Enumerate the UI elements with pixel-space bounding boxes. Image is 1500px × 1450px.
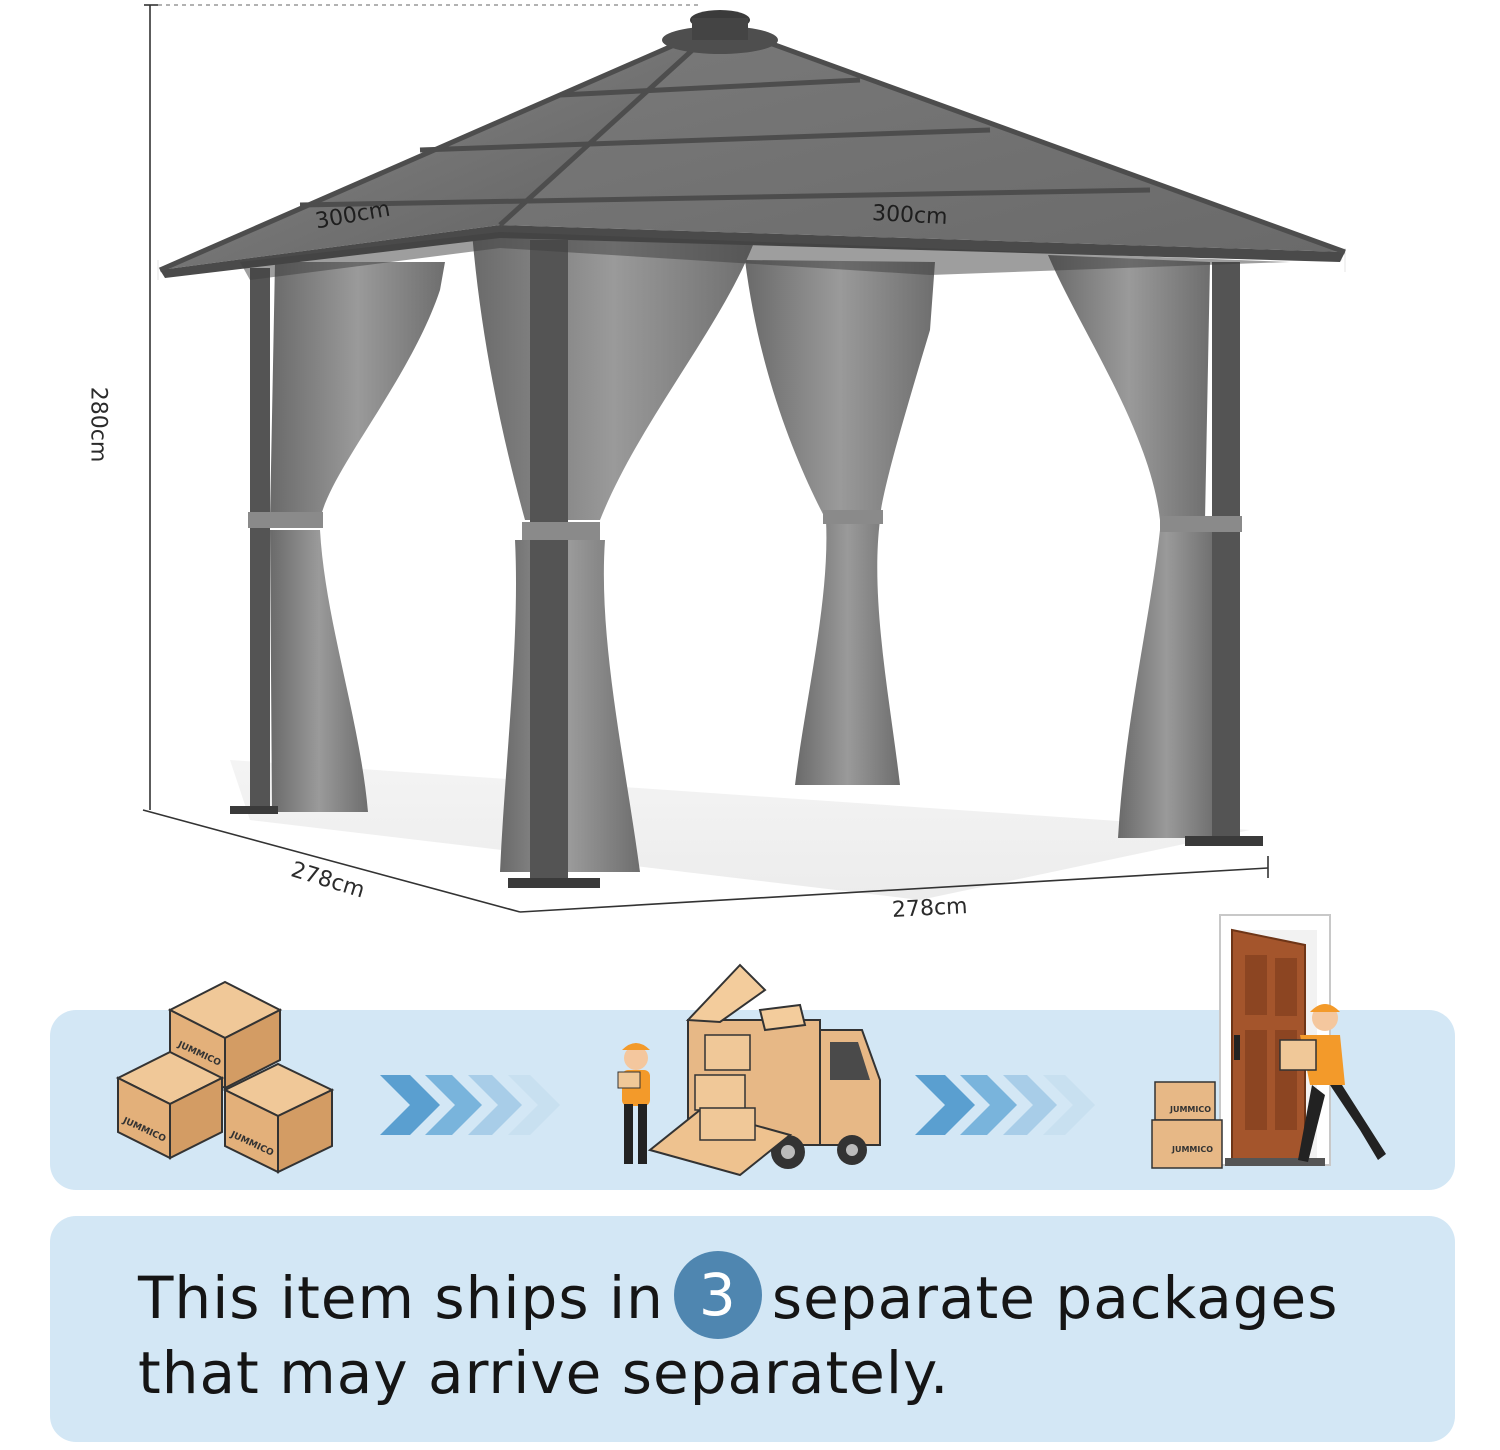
package-count-badge: 3 [673, 1250, 762, 1339]
box-brand-text-5: JUMMICO [1171, 1145, 1213, 1154]
gazebo-posts [250, 240, 1240, 880]
notice-text-after: separate packages [771, 1264, 1339, 1332]
box-brand-text-4: JUMMICO [1169, 1105, 1211, 1114]
gazebo-illustration [142, 4, 1346, 913]
double-chevron-arrows-icon-2 [915, 1075, 1095, 1135]
shipping-notice-line-2: that may arrive separately. [138, 1339, 950, 1407]
double-chevron-arrows-icon [380, 1075, 560, 1135]
delivery-truck-icon [617, 963, 881, 1177]
courier-at-door-icon: JUMMICO JUMMICO [1151, 914, 1386, 1169]
notice-text-before: This item ships in [138, 1264, 664, 1332]
shipping-illustrations: JUMMICO JUMMICO JUMMICO [115, 914, 1386, 1177]
stacked-boxes-icon: JUMMICO JUMMICO JUMMICO [115, 980, 335, 1174]
